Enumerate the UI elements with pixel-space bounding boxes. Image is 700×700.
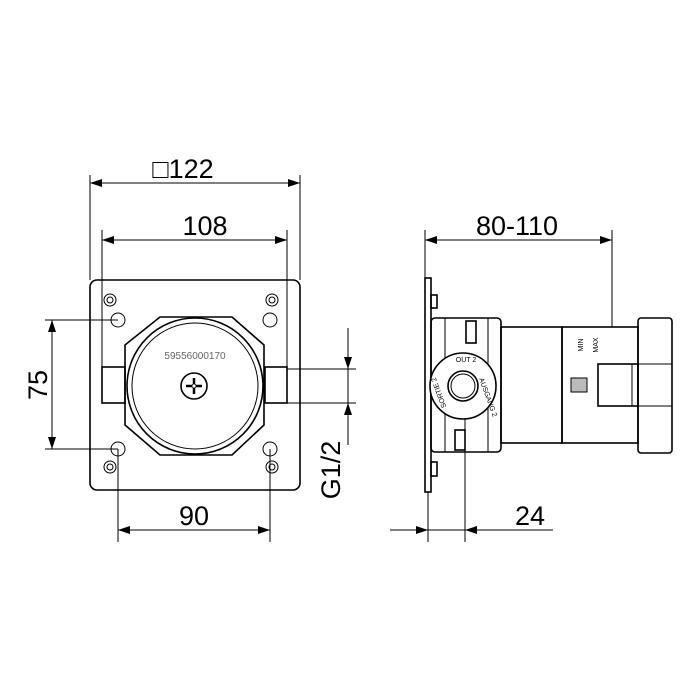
dim-vertical-label: 75 <box>23 370 53 400</box>
cylinder <box>500 326 563 444</box>
dim-thread-label: G1/2 <box>316 441 346 500</box>
dim-outer-label: □122 <box>152 154 213 184</box>
mounting-holes <box>103 293 279 474</box>
mounting-plate <box>89 279 301 491</box>
right-tab <box>264 366 288 404</box>
dim-horizontal-label: 90 <box>179 501 209 531</box>
body-outline <box>124 316 265 456</box>
outlet-label-top: OUT 2 <box>456 357 477 364</box>
left-tab <box>101 366 126 404</box>
dim-tabs-label: 108 <box>182 211 227 241</box>
screw-icon <box>180 372 208 400</box>
dim-depth-label: 80-110 <box>476 211 558 241</box>
part-number: 59556000170 <box>164 351 226 362</box>
body-circle <box>126 317 264 455</box>
end-cap <box>637 317 673 454</box>
front-view: 59556000170 □122 108 75 90 G1/2 <box>23 154 356 542</box>
max-label: MAX <box>593 337 600 353</box>
side-view: OUT 2 SORTIE 2 AUSGANG 2 MIN MAX 80-110 … <box>390 211 673 542</box>
outlet-ring: OUT 2 SORTIE 2 AUSGANG 2 <box>429 352 498 420</box>
min-label: MIN <box>578 339 585 352</box>
dim-outlet-label: 24 <box>515 501 545 531</box>
